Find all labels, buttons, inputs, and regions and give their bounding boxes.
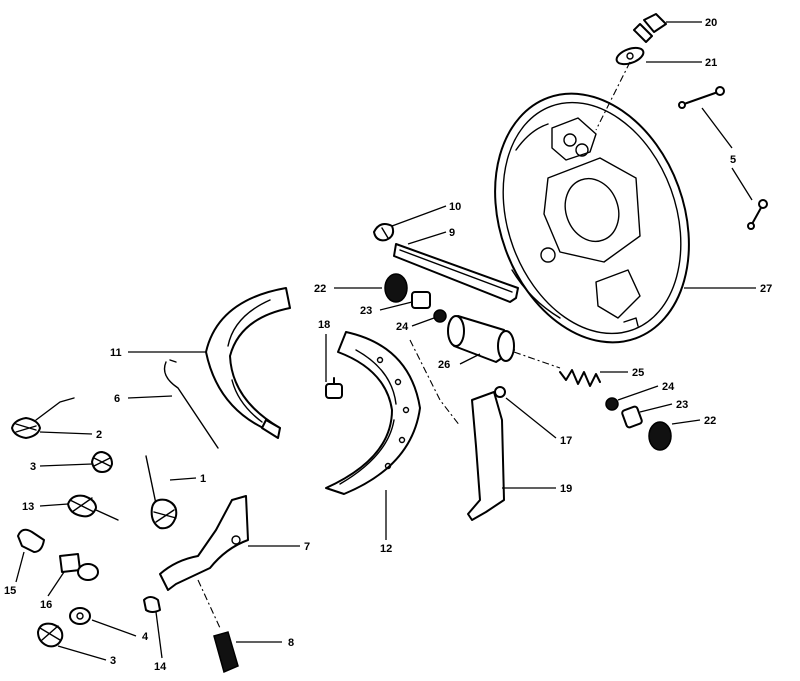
callout-23-upper: 23 (360, 305, 372, 317)
return-spring (145, 455, 178, 530)
cylinder-spring (559, 369, 601, 387)
pivot-pin (17, 528, 45, 553)
retainer-spring-upper (91, 451, 113, 473)
adjuster-screw-rod (213, 631, 239, 674)
cup-lower (605, 397, 619, 411)
callout-8: 8 (288, 637, 294, 649)
adjuster-link (393, 243, 519, 303)
cable-guide (69, 607, 91, 625)
callout-22-lower: 22 (704, 415, 716, 427)
callout-22-upper: 22 (314, 283, 326, 295)
boot-lower (648, 421, 672, 451)
callout-20: 20 (705, 17, 717, 29)
callout-24-upper: 24 (396, 321, 409, 333)
callout-24-lower: 24 (662, 381, 675, 393)
shoe-link (163, 359, 219, 449)
callout-3-upper: 3 (30, 461, 36, 473)
piston-lower (621, 405, 643, 429)
anchor-bolts (678, 86, 768, 230)
callout-15: 15 (4, 585, 16, 597)
callout-14: 14 (154, 661, 167, 673)
adjuster-spring-clip (373, 223, 395, 242)
retainer-cap (143, 596, 161, 613)
callout-3-lower: 3 (110, 655, 116, 667)
backing-plate (494, 92, 690, 344)
callout-25: 25 (632, 367, 644, 379)
leader-lines (15, 21, 756, 661)
return-spring-large (11, 397, 75, 439)
callout-17: 17 (560, 435, 572, 447)
bleeder-screw (633, 13, 667, 43)
brake-shoe-primary (325, 331, 421, 495)
callout-10: 10 (449, 201, 461, 213)
wheel-cylinder (447, 315, 515, 363)
piston-upper (411, 291, 431, 309)
callout-19: 19 (560, 483, 572, 495)
callout-27: 27 (760, 283, 772, 295)
callout-18: 18 (318, 319, 330, 331)
gasket (615, 46, 645, 66)
washer (494, 386, 506, 398)
callout-2: 2 (96, 429, 102, 441)
parking-brake-lever (467, 391, 505, 521)
brake-shoe-secondary (205, 287, 291, 439)
callout-12: 12 (380, 543, 392, 555)
callout-13: 13 (22, 501, 34, 513)
hold-down-pin (325, 377, 343, 399)
boot-upper (384, 273, 408, 303)
callout-labels: 20 21 5 10 9 27 22 23 24 18 11 26 25 24 … (4, 17, 772, 673)
callout-26: 26 (438, 359, 450, 371)
adjuster-lever (159, 495, 249, 591)
callout-5: 5 (730, 154, 736, 166)
callout-4: 4 (142, 631, 149, 643)
callout-11: 11 (110, 347, 122, 359)
callout-23-lower: 23 (676, 399, 688, 411)
callout-6: 6 (114, 393, 120, 405)
callout-1: 1 (200, 473, 206, 485)
cup-upper (433, 309, 447, 323)
callout-16: 16 (40, 599, 52, 611)
callout-21: 21 (705, 57, 717, 69)
retainer-spring-lower (37, 622, 64, 648)
callout-9: 9 (449, 227, 455, 239)
adjuster-spring (67, 494, 119, 521)
callout-7: 7 (304, 541, 310, 553)
adjuster-screw (59, 553, 99, 581)
